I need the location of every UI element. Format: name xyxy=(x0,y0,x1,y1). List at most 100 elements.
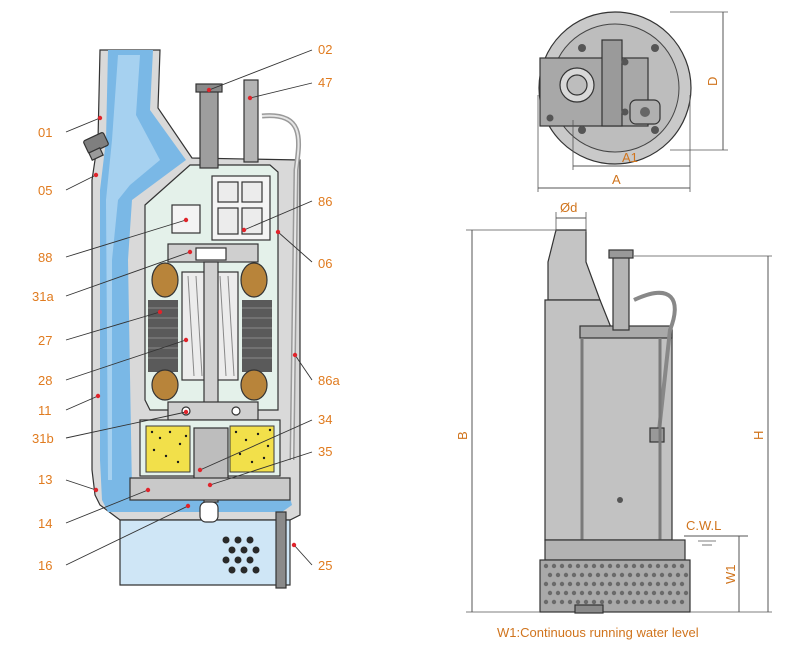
part-label-34: 34 xyxy=(318,412,332,427)
strainer-hole xyxy=(635,572,641,578)
strainer-hole xyxy=(563,572,569,578)
part-label-11: 11 xyxy=(38,403,52,418)
strainer-hole xyxy=(575,599,581,605)
strainer-hole xyxy=(647,563,653,569)
part-label-27: 27 xyxy=(38,333,52,348)
part-label-01: 01 xyxy=(38,125,52,140)
part-label-31b: 31b xyxy=(32,431,54,446)
side-drain-plug xyxy=(617,497,623,503)
strainer-hole xyxy=(679,563,685,569)
top-view-clamp-bar xyxy=(601,39,623,127)
strainer-hole xyxy=(647,581,653,587)
relay-1 xyxy=(217,181,239,203)
strainer-hole xyxy=(619,590,625,596)
strainer-hole xyxy=(623,563,629,569)
strainer-hole xyxy=(651,572,657,578)
strainer-hole xyxy=(551,581,557,587)
leader-dots xyxy=(93,87,298,548)
strainer-hole xyxy=(547,590,553,596)
strainer-hole xyxy=(591,581,597,587)
coil-top-right xyxy=(240,262,268,298)
strainer-hole xyxy=(675,572,681,578)
oil-seal-hatching xyxy=(150,428,272,464)
strainer-hole xyxy=(683,572,689,578)
top-view: D A1 A xyxy=(537,11,728,192)
side-view: Ød B H C.W.L W1 W1:Continuous running wa… xyxy=(455,200,772,640)
discharge-bolt-stud xyxy=(88,147,104,161)
strainer-hole xyxy=(679,581,685,587)
strainer-hole xyxy=(543,581,549,587)
strainer-hole xyxy=(583,563,589,569)
dim-label-A1: A1 xyxy=(622,150,638,165)
strainer-hole xyxy=(671,563,677,569)
strainer-hole xyxy=(567,581,573,587)
strainer-hole xyxy=(543,599,549,605)
strainer-hole xyxy=(667,590,673,596)
strainer-hole xyxy=(627,572,633,578)
strainer-hole xyxy=(631,599,637,605)
strainer-hole xyxy=(611,572,617,578)
base-bolt xyxy=(275,511,287,589)
top-cable-gland xyxy=(199,87,219,169)
strainer-hole xyxy=(603,572,609,578)
part-label-25: 25 xyxy=(318,558,332,573)
dim-label-cwl: C.W.L xyxy=(686,518,721,533)
strainer-hole xyxy=(663,563,669,569)
dim-label-phi-d: Ød xyxy=(560,200,577,215)
strainer-hole xyxy=(599,599,605,605)
mechanical-seal xyxy=(193,427,229,481)
relay-3 xyxy=(217,207,239,235)
strainer-hole xyxy=(643,590,649,596)
strainer-hole xyxy=(615,581,621,587)
strainer-hole xyxy=(547,572,553,578)
part-label-88: 88 xyxy=(38,250,52,265)
strainer-hole xyxy=(551,563,557,569)
strainer-holes xyxy=(222,536,260,574)
stator-left xyxy=(148,300,178,372)
top-view-bolts xyxy=(546,44,659,134)
side-cable-clamp xyxy=(649,427,665,443)
strainer-hole xyxy=(603,590,609,596)
stator-right xyxy=(242,300,272,372)
strainer-hole xyxy=(607,581,613,587)
strainer-hole xyxy=(555,590,561,596)
strainer-hole xyxy=(583,599,589,605)
coil-bottom-right xyxy=(240,369,268,401)
top-view-cable-hole xyxy=(640,107,650,117)
strainer-hole xyxy=(663,599,669,605)
strainer-hole xyxy=(655,599,661,605)
strainer-hole xyxy=(651,590,657,596)
cutaway-view: 02 47 01 05 86 88 06 31a 27 28 86a 11 34… xyxy=(32,42,340,589)
strainer-hole xyxy=(643,572,649,578)
strainer-hole xyxy=(571,572,577,578)
strainer-base xyxy=(119,519,291,586)
relay-2 xyxy=(241,181,263,203)
side-strainer-holes xyxy=(543,563,689,605)
strainer-hole xyxy=(579,590,585,596)
oil-seal-left xyxy=(145,425,191,473)
part-label-28: 28 xyxy=(38,373,52,388)
discharge-channel-highlight xyxy=(106,55,160,480)
dim-label-H: H xyxy=(751,431,766,440)
coil-top-left xyxy=(151,262,179,298)
strainer-hole xyxy=(619,572,625,578)
strainer-hole xyxy=(671,599,677,605)
strainer-hole xyxy=(671,581,677,587)
part-label-86a: 86a xyxy=(318,373,340,388)
strainer-hole xyxy=(639,581,645,587)
dim-label-B: B xyxy=(455,431,470,440)
part-label-31a: 31a xyxy=(32,289,54,304)
cable-loop-inner xyxy=(261,114,300,461)
strainer-hole xyxy=(571,590,577,596)
strainer-hole xyxy=(659,590,665,596)
dim-label-W1: W1 xyxy=(723,565,738,585)
part-label-16: 16 xyxy=(38,558,52,573)
strainer-hole xyxy=(627,590,633,596)
strainer-hole xyxy=(667,572,673,578)
strainer-hole xyxy=(615,563,621,569)
strainer-hole xyxy=(679,599,685,605)
strainer-hole xyxy=(591,563,597,569)
side-power-cable xyxy=(633,290,677,441)
